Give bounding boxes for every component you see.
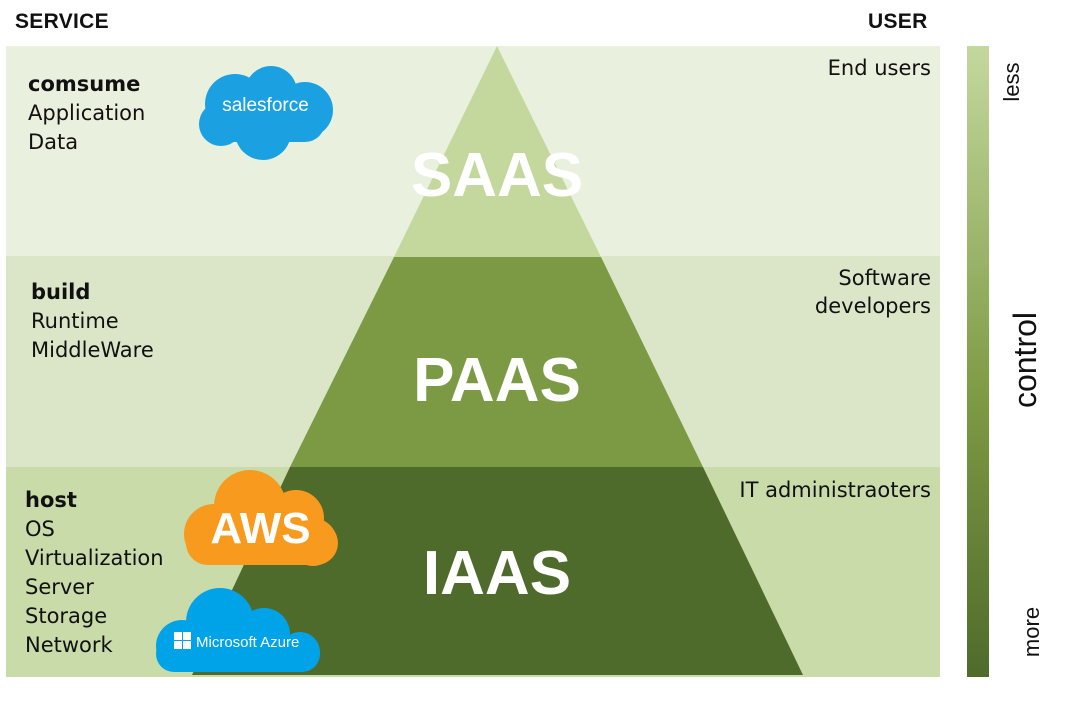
control-label: control: [1007, 311, 1043, 409]
service-paas: build Runtime MiddleWare: [31, 278, 154, 365]
salesforce-cloud-icon: [199, 66, 333, 160]
service-item: OS: [25, 517, 55, 541]
control-gradient-bar: [967, 46, 989, 677]
service-header: SERVICE: [15, 10, 109, 33]
service-item: Data: [28, 130, 79, 154]
service-item: Virtualization: [25, 546, 164, 570]
tier-label-saas: SAAS: [410, 141, 584, 210]
tier-label-paas: PAAS: [413, 346, 581, 415]
service-saas: comsume Application Data: [28, 70, 145, 157]
aws-logo-text: AWS: [210, 504, 311, 553]
service-head: comsume: [28, 72, 141, 96]
user-iaas: IT administraoters: [739, 478, 931, 502]
pyramid-tier-paas: [290, 257, 703, 467]
salesforce-logo-text: salesforce: [222, 95, 309, 116]
service-head: host: [25, 488, 77, 512]
service-item: Server: [25, 575, 94, 599]
azure-logo-text: Microsoft Azure: [196, 634, 300, 651]
azure-logo: Microsoft Azure: [152, 586, 324, 676]
service-item: Runtime: [31, 309, 119, 333]
service-item: MiddleWare: [31, 338, 154, 362]
pyramid-tier-iaas: [192, 467, 803, 675]
control-less-label: less: [999, 62, 1024, 102]
service-item: Storage: [25, 604, 108, 628]
user-paas: Software developers: [814, 266, 931, 318]
salesforce-logo: salesforce: [193, 62, 338, 162]
control-more-label: more: [1019, 606, 1044, 658]
user-saas: End users: [827, 56, 931, 80]
aws-cloud-icon: [184, 470, 338, 566]
service-iaas: host OS Virtualization Server Storage Ne…: [25, 486, 164, 660]
service-item: Application: [28, 101, 146, 125]
tier-label-iaas: IAAS: [422, 539, 572, 608]
service-head: build: [31, 280, 91, 304]
user-header: USER: [868, 10, 928, 33]
windows-logo-icon: [174, 632, 191, 649]
pyramid-tier-saas: [394, 46, 601, 257]
service-item: Network: [25, 633, 113, 657]
aws-logo: AWS: [178, 466, 343, 568]
azure-cloud-icon: [156, 588, 320, 672]
